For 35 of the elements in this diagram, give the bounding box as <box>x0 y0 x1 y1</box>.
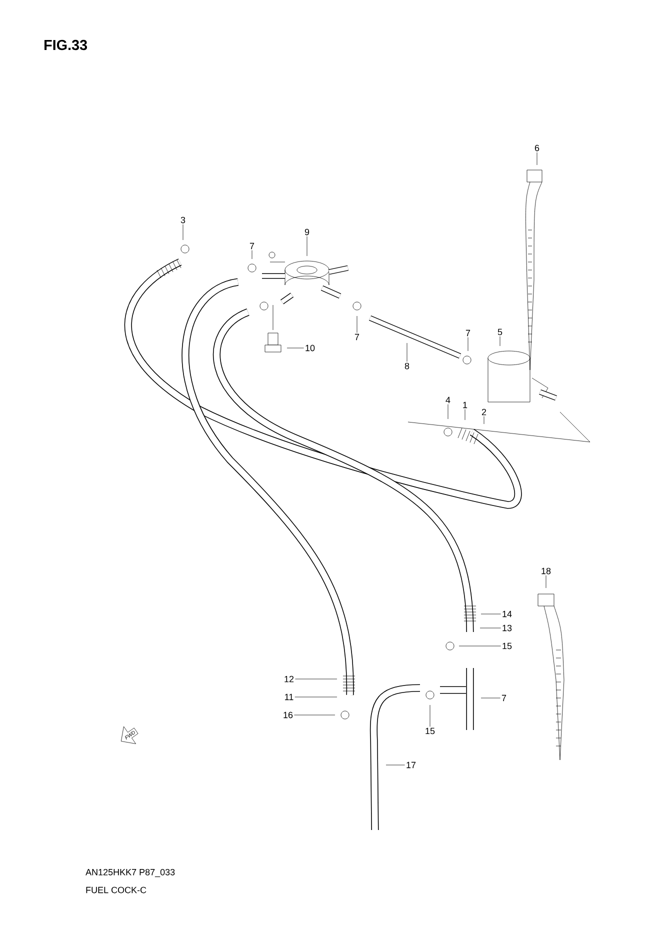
callout-number: 1 <box>463 402 468 408</box>
leader-line <box>406 342 408 362</box>
callout-number: 2 <box>482 408 486 416</box>
leader-line <box>294 696 338 698</box>
leader-line <box>295 678 338 680</box>
callout-number: 7 <box>502 694 506 702</box>
callout-number: 7 <box>354 334 360 340</box>
part-code: AN125HKK7 P87_033 <box>86 868 175 878</box>
callout-number: 6 <box>534 144 540 152</box>
part-code: FUEL COCK-C <box>86 886 146 894</box>
callout-number: 12 <box>284 676 294 682</box>
callout-number: 4 <box>446 396 450 404</box>
callout-number: 9 <box>304 228 310 236</box>
leader-line <box>356 316 358 333</box>
callout-number: 13 <box>502 624 512 632</box>
leader-line <box>182 224 184 240</box>
callout-number: 3 <box>180 216 186 224</box>
callout-number: 5 <box>498 328 502 336</box>
leader-line <box>464 409 466 420</box>
callout-number: 14 <box>502 610 512 618</box>
callout-number: 15 <box>502 642 512 650</box>
callout-number: 8 <box>404 362 410 370</box>
callout-number: 7 <box>466 330 470 336</box>
leader-line <box>386 764 405 766</box>
figure-title: FIG.33 <box>44 40 88 50</box>
leader-line <box>306 236 308 256</box>
callout-number: 10 <box>306 344 315 352</box>
leader-line <box>536 152 538 166</box>
leader-line <box>294 714 336 716</box>
callout-number: 7 <box>250 242 254 250</box>
callout-number: 18 <box>542 568 551 574</box>
callout-number: 16 <box>284 712 293 718</box>
callout-number: 11 <box>285 694 294 700</box>
callout-number: 17 <box>406 762 416 768</box>
callout-number: 15 <box>426 728 435 734</box>
